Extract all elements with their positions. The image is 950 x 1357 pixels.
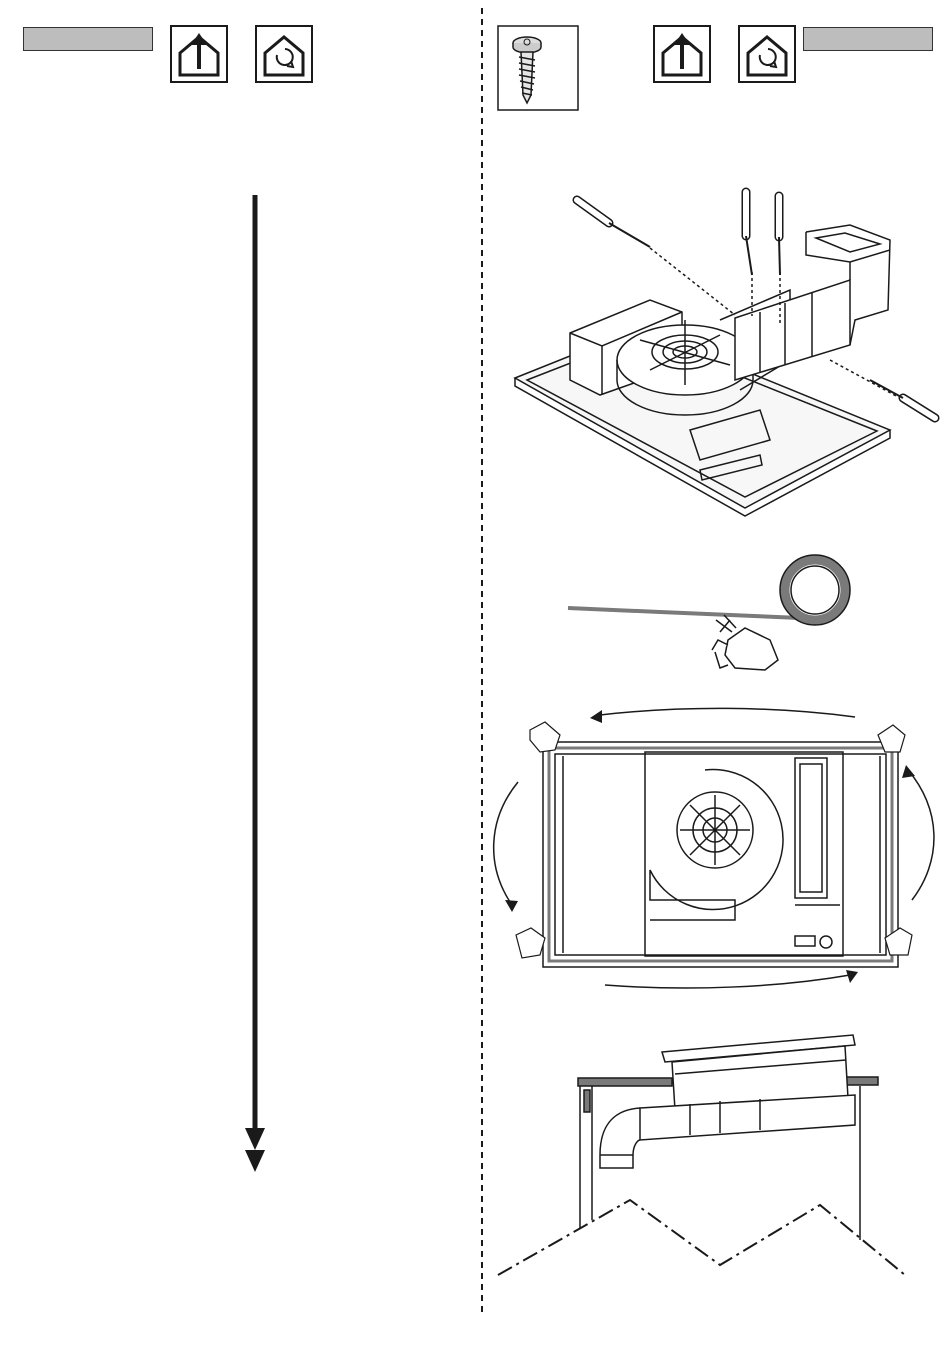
step-worktop-installation-illustration <box>0 0 950 1357</box>
instruction-page <box>0 0 950 1357</box>
